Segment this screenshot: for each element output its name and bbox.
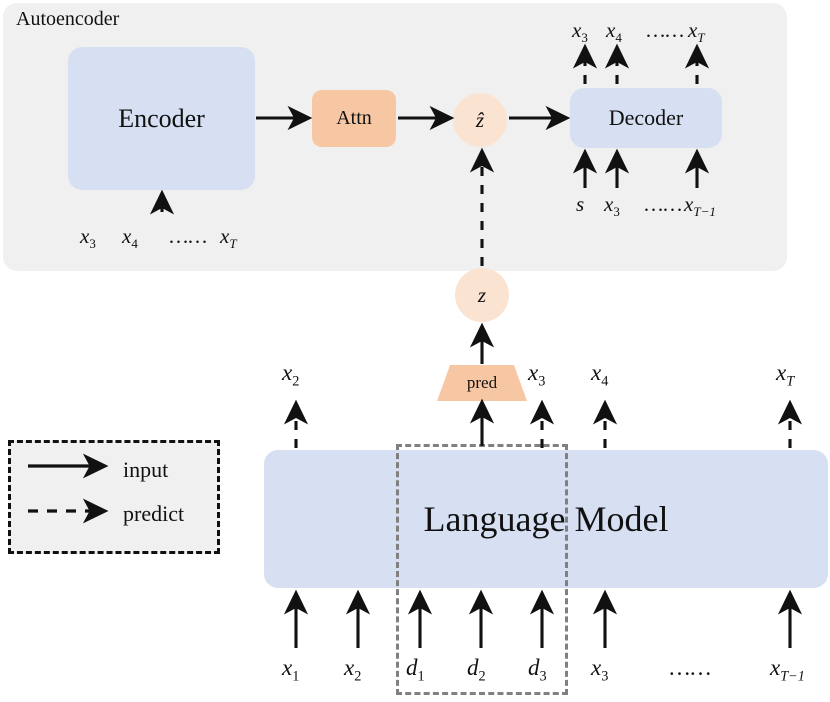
lm-input-label-2: x2 — [344, 655, 362, 685]
encoder-block[interactable]: Encoder — [68, 47, 255, 190]
decoder-output-label-2: x4 — [606, 18, 622, 46]
lm-input-label-6: x3 — [591, 655, 609, 685]
encoder-input-label-4: xT — [220, 224, 237, 252]
latent-zhat-label: ẑ — [475, 107, 485, 132]
decoder-output-label-3: …… — [645, 18, 685, 42]
legend-box: input predict — [8, 440, 220, 554]
attention-block[interactable]: Attn — [312, 90, 396, 147]
lm-output-label-4: xT — [776, 360, 795, 390]
decoder-input-label-2: x3 — [604, 192, 620, 220]
lm-input-label-8: xT−1 — [770, 655, 805, 685]
latent-zhat-node[interactable]: ẑ — [453, 93, 507, 147]
language-model-block[interactable]: Language Model — [264, 450, 828, 588]
lm-input-label-1: x1 — [282, 655, 300, 685]
attention-label: Attn — [336, 107, 372, 129]
decoder-input-label-3: …… — [643, 192, 683, 216]
language-model-label: Language Model — [423, 499, 669, 539]
lm-output-label-3: x4 — [591, 360, 609, 390]
encoder-input-label-2: x4 — [122, 224, 138, 252]
decoder-output-label-4: xT — [688, 18, 705, 46]
encoder-input-label-1: x3 — [80, 224, 96, 252]
decoder-label: Decoder — [608, 105, 684, 130]
latent-z-node[interactable]: z — [455, 268, 509, 322]
lm-input-label-5: d3 — [528, 655, 547, 685]
decoder-block[interactable]: Decoder — [570, 88, 722, 148]
legend-input-label: input — [123, 457, 169, 482]
pred-label: pred — [466, 373, 498, 392]
lm-input-label-3: d1 — [406, 655, 425, 685]
lm-output-label-1: x2 — [282, 360, 300, 390]
autoencoder-panel-label: Autoencoder — [16, 8, 120, 30]
lm-input-label-7: …… — [668, 655, 712, 680]
pred-trapezoid-shape — [437, 365, 527, 401]
latent-z-label: z — [477, 282, 487, 307]
pred-head[interactable]: pred — [437, 365, 527, 401]
pred-label-wrap: pred — [437, 365, 527, 401]
legend-predict-label: predict — [123, 501, 185, 526]
lm-input-label-4: d2 — [467, 655, 486, 685]
decoder-input-label-4: xT−1 — [684, 192, 716, 220]
decoder-input-label-1: s — [576, 192, 585, 216]
encoder-label: Encoder — [118, 103, 205, 133]
decoder-output-label-1: x3 — [572, 18, 588, 46]
lm-output-label-2: x3 — [528, 360, 546, 390]
encoder-input-label-3: …… — [168, 224, 208, 248]
